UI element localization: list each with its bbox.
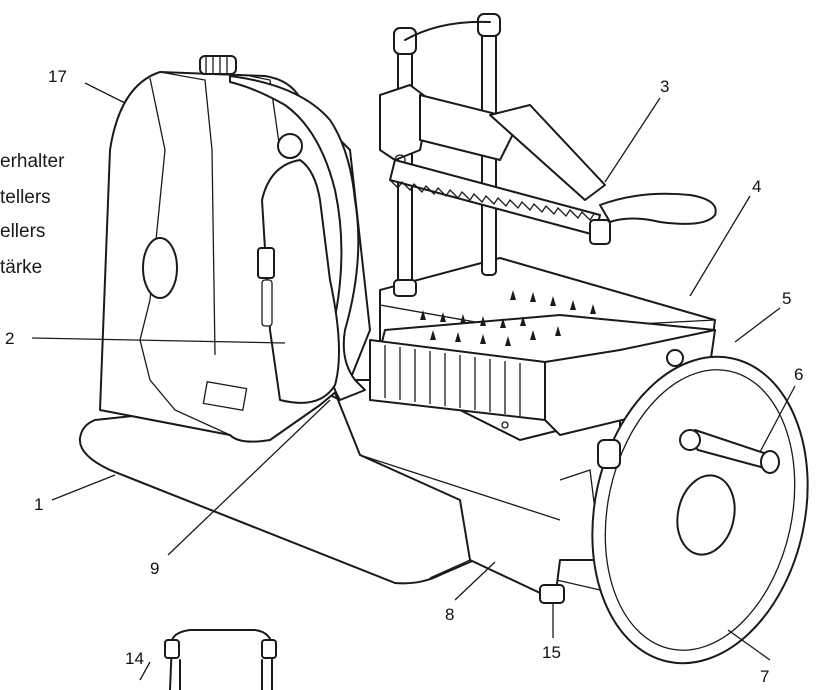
callout-5: 5	[782, 289, 791, 308]
foot	[539, 584, 565, 604]
callout-3: 3	[660, 77, 669, 96]
pusher-lever	[489, 104, 606, 201]
callout-17: 17	[48, 67, 67, 86]
callout-2: 2	[5, 329, 14, 348]
leader-1	[51, 474, 116, 501]
leader-3	[604, 97, 661, 183]
callout-14: 14	[125, 649, 144, 668]
callout-7: 7	[760, 667, 769, 686]
leader-4	[689, 195, 751, 297]
leader-7	[727, 629, 771, 661]
callout-8: 8	[445, 605, 454, 624]
legend-line-1: erhalter	[0, 151, 65, 172]
legend-line-3: ellers	[0, 221, 46, 242]
leader-14	[139, 661, 151, 681]
callout-1: 1	[34, 495, 43, 514]
callout-9: 9	[150, 559, 159, 578]
blade-guard-arm	[229, 75, 366, 401]
leader-6	[759, 385, 796, 453]
callout-15: 15	[542, 643, 561, 662]
cover-clip	[257, 247, 275, 279]
leader-8	[454, 561, 496, 601]
leader-5	[734, 307, 781, 343]
callout-6: 6	[794, 365, 803, 384]
housing-port	[142, 237, 178, 299]
legend-line-4: tärke	[0, 257, 43, 278]
housing-plate	[202, 380, 248, 412]
leader-2	[31, 337, 286, 344]
guard-knob	[277, 133, 303, 159]
blade-cover	[261, 159, 340, 404]
pusher-handle	[599, 192, 717, 225]
carriage-spikes	[420, 290, 596, 346]
legend-line-2: tellers	[0, 187, 51, 208]
leader-17	[84, 82, 126, 104]
leader-9	[167, 399, 331, 556]
pusher-head	[379, 84, 431, 161]
spare-part-frame	[169, 629, 273, 690]
handwheel-hub	[676, 474, 736, 556]
callout-4: 4	[752, 177, 761, 196]
